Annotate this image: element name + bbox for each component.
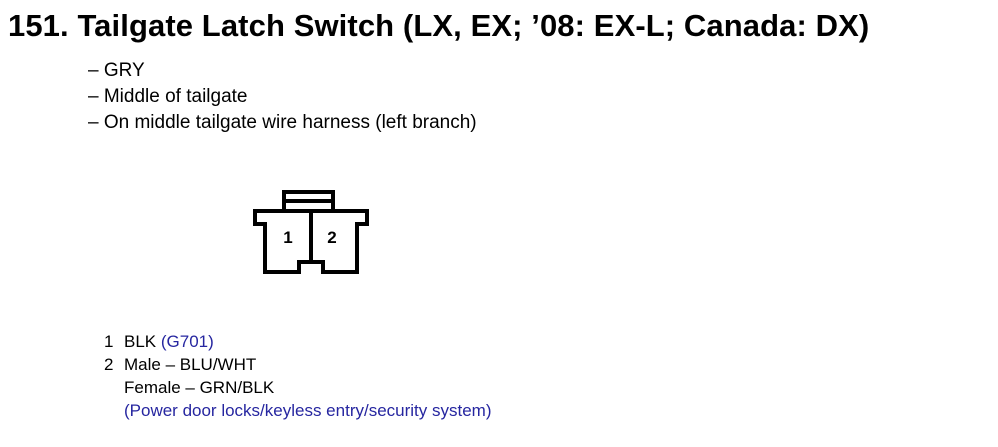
connector-harness: – On middle tailgate wire harness (left … <box>88 112 477 133</box>
connector-location: – Middle of tailgate <box>88 86 248 107</box>
pin-number: 1 <box>104 332 114 351</box>
connector-diagram: 1 2 <box>253 190 369 274</box>
pin-row-2: 2 Male – BLU/WHT <box>104 353 492 376</box>
pin-1-label: 1 <box>283 228 292 247</box>
pin-row-1: 1 BLK (G701) <box>104 330 492 353</box>
circuit-reference: (Power door locks/keyless entry/security… <box>124 401 492 420</box>
connector-details: – GRY – Middle of tailgate – On middle t… <box>88 58 477 136</box>
pin-female-wire: Female – GRN/BLK <box>124 378 275 397</box>
pin-wire-color: BLK <box>124 332 157 351</box>
ground-reference: (G701) <box>160 332 214 351</box>
page-title: 151. Tailgate Latch Switch (LX, EX; ’08:… <box>8 8 870 43</box>
pin-2-label: 2 <box>327 228 336 247</box>
pin-number: 2 <box>104 355 114 374</box>
pin-list: 1 BLK (G701) 2 Male – BLU/WHT Female – G… <box>104 330 492 422</box>
connector-outline <box>253 209 369 274</box>
pin-male-wire: Male – BLU/WHT <box>124 355 257 374</box>
connector-color: – GRY <box>88 60 145 81</box>
